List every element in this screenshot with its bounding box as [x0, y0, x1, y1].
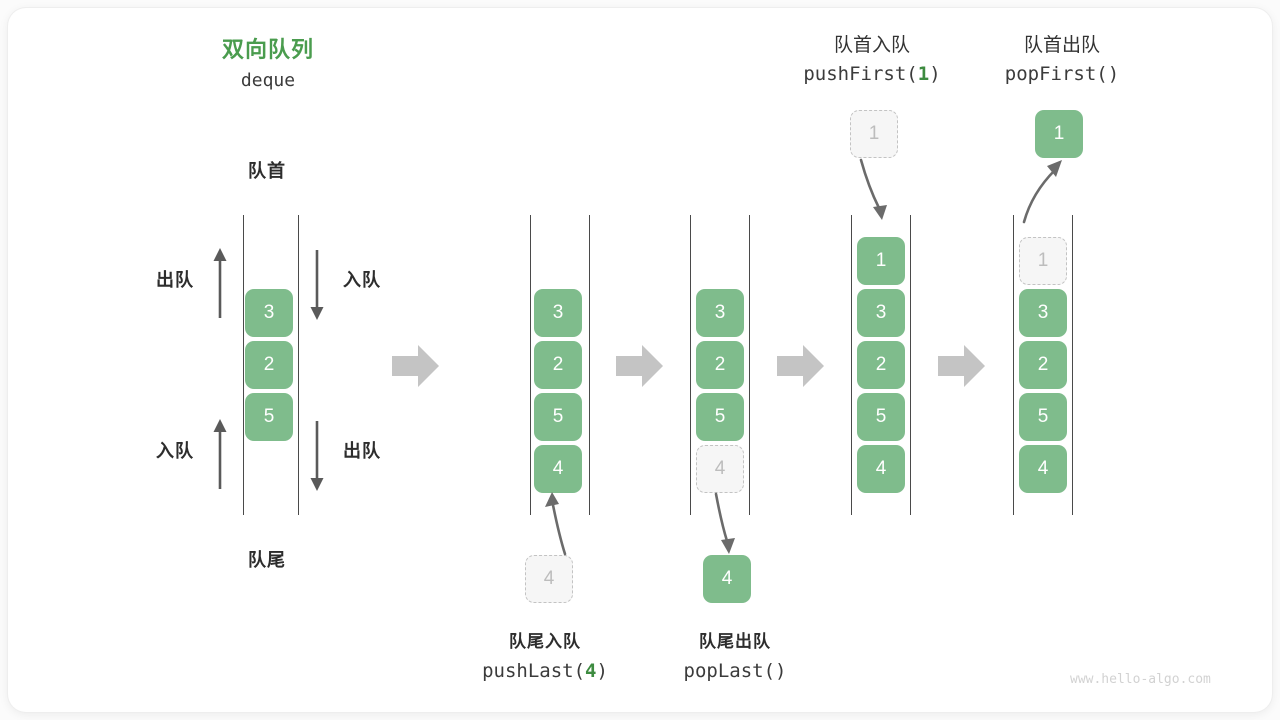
cell: 3 [245, 289, 293, 337]
label-bottom-right-dequeue: 出队 [343, 441, 381, 461]
rail-left-pushfirst [851, 215, 852, 515]
cell: 2 [534, 341, 582, 389]
cell: 4 [1019, 445, 1067, 493]
arrow-pushlast-into-deque [545, 492, 567, 556]
cell: 2 [696, 341, 744, 389]
rail-left-initial [243, 215, 244, 515]
flow-arrow-icon [938, 345, 985, 387]
header-popfirst-en-pre: popFirst( [1004, 63, 1108, 85]
cell: 5 [245, 393, 293, 441]
caption-poplast-en-post: ) [775, 660, 787, 682]
detached-cell-solid: 4 [703, 555, 751, 603]
flow-arrow-icon [777, 345, 824, 387]
rail-right-pushfirst [910, 215, 911, 515]
arrow-down-enqueue-top [310, 250, 324, 320]
rail-right-poplast [749, 215, 750, 515]
header-pushfirst-en: pushFirst(1) [782, 63, 962, 85]
cell: 5 [534, 393, 582, 441]
rail-right-popfirst [1072, 215, 1073, 515]
rail-left-popfirst [1013, 215, 1014, 515]
label-top-right-enqueue: 入队 [343, 270, 381, 290]
cell: 3 [1019, 289, 1067, 337]
cell: 5 [1019, 393, 1067, 441]
detached-cell-solid: 1 [1035, 110, 1083, 158]
caption-pushlast-en: pushLast(4) [455, 660, 635, 682]
flow-arrow-icon [392, 345, 439, 387]
label-front: 队首 [248, 161, 286, 181]
cell: 2 [245, 341, 293, 389]
detached-cell-ghost: 4 [525, 555, 573, 603]
label-back: 队尾 [248, 550, 286, 570]
arrow-up-enqueue-bottom [213, 419, 227, 489]
watermark: www.hello-algo.com [1070, 672, 1211, 687]
caption-pushlast-en-pre: pushLast( [482, 660, 586, 682]
rail-right-initial [298, 215, 299, 515]
cell: 4 [534, 445, 582, 493]
arrow-popfirst-out-of-deque [1022, 160, 1062, 224]
label-top-left-dequeue: 出队 [156, 270, 194, 290]
caption-poplast-en: popLast() [645, 660, 825, 682]
caption-pushlast-en-post: ) [596, 660, 608, 682]
arrow-down-dequeue-bottom [310, 421, 324, 491]
flow-arrow-icon [616, 345, 663, 387]
cell: 1 [857, 237, 905, 285]
label-bottom-left-enqueue: 入队 [156, 441, 194, 461]
cell: 2 [1019, 341, 1067, 389]
rail-right-pushlast [589, 215, 590, 515]
cell: 3 [534, 289, 582, 337]
page-title-en: deque [240, 70, 296, 91]
header-popfirst-en: popFirst() [972, 63, 1152, 85]
arrow-poplast-out-of-deque [714, 492, 735, 554]
rail-left-poplast [690, 215, 691, 515]
caption-poplast-cn: 队尾出队 [699, 632, 771, 651]
header-pushfirst-arg: 1 [917, 63, 930, 85]
cell: 3 [696, 289, 744, 337]
cell: 2 [857, 341, 905, 389]
caption-pushlast-cn: 队尾入队 [509, 632, 581, 651]
caption-pushlast-arg: 4 [585, 660, 597, 682]
header-pushfirst-en-post: ) [929, 63, 941, 85]
cell: 3 [857, 289, 905, 337]
detached-cell-ghost: 1 [850, 110, 898, 158]
cell: 5 [696, 393, 744, 441]
header-popfirst-cn: 队首出队 [1023, 35, 1100, 56]
cell-ghost: 4 [696, 445, 744, 493]
rail-left-pushlast [530, 215, 531, 515]
cell-ghost: 1 [1019, 237, 1067, 285]
arrow-up-dequeue-top [213, 248, 227, 318]
cell: 5 [857, 393, 905, 441]
caption-poplast-en-pre: popLast( [683, 660, 776, 682]
cell: 4 [857, 445, 905, 493]
arrow-pushfirst-into-deque [859, 158, 887, 220]
header-pushfirst-en-pre: pushFirst( [803, 63, 918, 85]
header-popfirst-en-post: ) [1107, 63, 1120, 85]
page-title-cn: 双向队列 [221, 37, 314, 62]
header-pushfirst-cn: 队首入队 [833, 35, 910, 56]
